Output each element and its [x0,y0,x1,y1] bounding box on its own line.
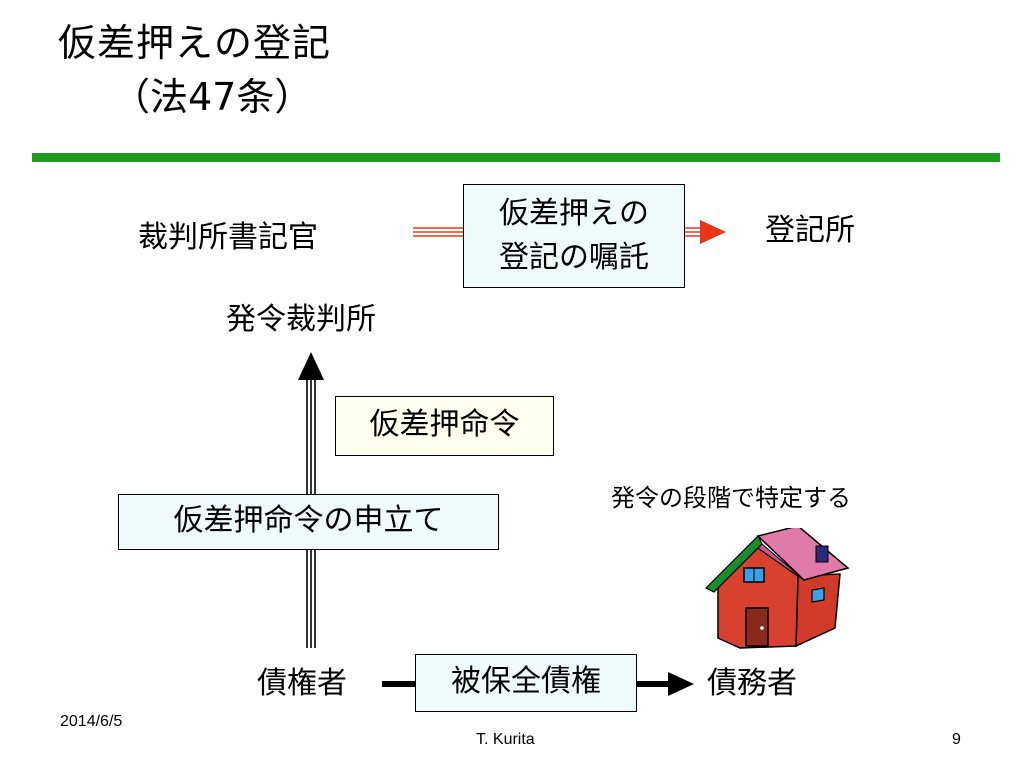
slide-subtitle: （法47条） [112,75,313,119]
footer-author: T. Kurita [476,731,535,748]
application-box: 仮差押命令の申立て [118,494,499,550]
claim-box: 被保全債権 [415,654,637,712]
identification-note: 発令の段階で特定する [611,484,851,512]
clerk-label: 裁判所書記官 [138,220,318,255]
commission-arrow-right [685,220,726,244]
title-divider [32,153,1000,162]
commission-arrow-left [413,227,463,237]
registry-label: 登記所 [765,213,855,248]
slide-title: 仮差押えの登記 [58,21,332,65]
page-number: 9 [952,731,961,748]
creditor-label: 債権者 [257,666,347,701]
claim-arrowhead [668,672,694,696]
commission-box-line2: 登記の嘱託 [499,240,649,275]
commission-box-line1: 仮差押えの [499,196,649,231]
commission-box: 仮差押えの 登記の嘱託 [463,184,685,288]
footer-date: 2014/6/5 [60,713,123,730]
issuing-court-label: 発令裁判所 [226,302,376,337]
debtor-label: 債務者 [707,666,797,701]
house-icon [704,528,850,649]
order-box: 仮差押命令 [335,396,554,456]
